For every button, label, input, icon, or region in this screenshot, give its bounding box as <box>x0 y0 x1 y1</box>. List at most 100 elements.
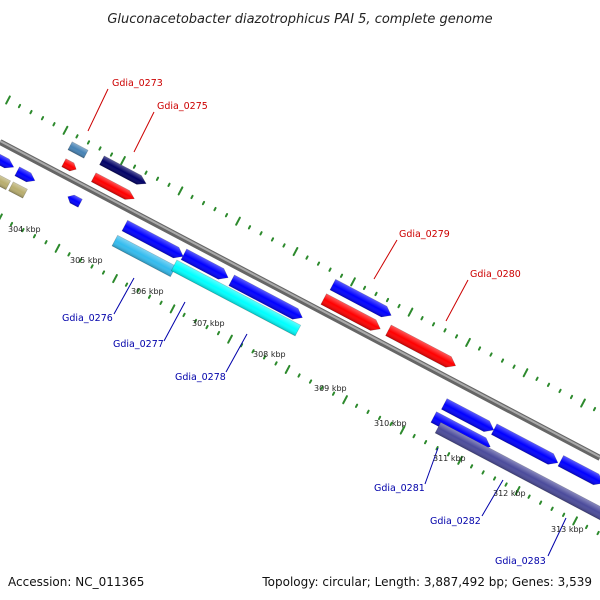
inner-minor-tick <box>377 415 382 421</box>
scale-label: 313 kbp <box>551 525 584 534</box>
outer-minor-tick <box>167 182 171 188</box>
gene-label-gdia-0273[interactable]: Gdia_0273 <box>112 78 163 89</box>
gene-label-gdia-0280[interactable]: Gdia_0280 <box>470 269 521 280</box>
inner-minor-tick <box>446 452 451 457</box>
inner-minor-tick <box>239 343 244 348</box>
inner-minor-tick <box>67 252 71 257</box>
inner-minor-tick <box>21 227 25 233</box>
outer-minor-tick <box>40 116 45 121</box>
outer-minor-tick <box>592 406 597 412</box>
inner-minor-tick <box>136 288 140 293</box>
cds-left-blue-small[interactable] <box>14 166 37 185</box>
cds-gdia-0278[interactable] <box>170 259 302 337</box>
outer-minor-tick <box>247 225 252 230</box>
outer-minor-tick <box>558 388 562 394</box>
inner-minor-tick <box>492 476 497 481</box>
outer-minor-tick <box>270 237 275 242</box>
cds-left-blue-upper[interactable] <box>0 152 16 171</box>
outer-minor-tick <box>546 382 551 388</box>
inner-minor-tick <box>596 530 600 536</box>
leader-gdia-0276 <box>113 277 135 315</box>
inner-minor-tick <box>585 524 589 530</box>
inner-minor-tick <box>193 318 198 324</box>
cds-features <box>0 141 600 522</box>
gene-label-gdia-0281[interactable]: Gdia_0281 <box>374 483 425 494</box>
leader-gdia-0283 <box>547 517 567 557</box>
scale-label: 304 kbp <box>8 225 41 234</box>
inner-major-tick <box>169 304 176 314</box>
scale-label: 309 kbp <box>314 384 347 393</box>
inner-major-tick <box>514 486 521 496</box>
scale-label: 308 kbp <box>253 350 286 359</box>
inner-tick-track <box>0 213 600 536</box>
scale-label: 312 kbp <box>493 489 526 498</box>
leader-gdia-0278 <box>225 333 248 373</box>
leader-gdia-0277 <box>163 301 186 342</box>
inner-major-tick <box>227 334 233 344</box>
gene-label-gdia-0282[interactable]: Gdia_0282 <box>430 516 481 527</box>
outer-minor-tick <box>328 267 332 272</box>
cds-left-khaki-a[interactable] <box>0 173 11 191</box>
leader-gdia-0280 <box>445 279 469 322</box>
inner-minor-tick <box>435 446 439 451</box>
cds-left-khaki-b[interactable] <box>8 181 28 199</box>
inner-minor-tick <box>504 482 508 487</box>
cds-small-blue[interactable] <box>66 193 83 208</box>
outer-minor-tick <box>339 273 344 278</box>
inner-major-tick <box>399 425 406 435</box>
inner-minor-tick <box>90 264 94 269</box>
inner-minor-tick <box>78 258 83 263</box>
inner-minor-tick <box>550 506 554 511</box>
inner-minor-tick <box>308 379 313 384</box>
cds-gdia-0280[interactable] <box>385 324 459 371</box>
outer-minor-tick <box>512 364 516 369</box>
cds-gdia-0282[interactable] <box>434 422 600 522</box>
outer-major-tick <box>235 216 241 226</box>
cds-gdia-0275-navy[interactable] <box>99 155 149 188</box>
cds-right-blue-b[interactable] <box>490 423 560 468</box>
outer-major-tick <box>62 125 69 135</box>
inner-minor-tick <box>297 373 301 378</box>
outer-minor-tick <box>385 297 390 303</box>
outer-minor-tick <box>374 291 378 297</box>
gene-label-gdia-0278[interactable]: Gdia_0278 <box>175 372 226 383</box>
outer-minor-tick <box>535 376 539 381</box>
outer-minor-tick <box>190 194 194 200</box>
cds-right-blue-c[interactable] <box>557 455 600 489</box>
inner-minor-tick <box>331 391 336 396</box>
cds-gdia-0278-blue[interactable] <box>228 274 305 323</box>
leader-gdia-0281 <box>424 447 439 485</box>
outer-major-tick <box>177 186 184 196</box>
inner-minor-tick <box>182 312 186 318</box>
outer-major-tick <box>522 368 529 378</box>
inner-minor-tick <box>9 221 14 227</box>
cds-gdia-0277-blue[interactable] <box>180 248 231 283</box>
outer-minor-tick <box>489 352 493 357</box>
leader-gdia-0275 <box>133 111 155 153</box>
cds-gdia-0279[interactable] <box>329 278 394 320</box>
gene-label-gdia-0276[interactable]: Gdia_0276 <box>62 313 113 324</box>
label-leader-lines <box>87 88 567 557</box>
accession-text: Accession: NC_011365 <box>8 575 144 589</box>
cds-gdia-0276[interactable] <box>111 234 177 278</box>
cds-gdia-0279-red[interactable] <box>320 293 383 334</box>
cds-gdia-0275[interactable] <box>90 172 136 203</box>
gene-label-gdia-0275[interactable]: Gdia_0275 <box>157 101 208 112</box>
outer-minor-tick <box>144 170 148 175</box>
cds-gdia-0274[interactable] <box>61 158 79 173</box>
cds-right-blue-a[interactable] <box>441 398 496 436</box>
cds-gdia-0273[interactable] <box>67 141 89 159</box>
outer-major-tick <box>350 277 356 287</box>
gene-label-gdia-0279[interactable]: Gdia_0279 <box>399 229 450 240</box>
cds-gdia-0276-blue[interactable] <box>121 219 186 261</box>
outer-minor-tick <box>569 394 574 400</box>
inner-major-tick <box>284 364 291 374</box>
inner-minor-tick <box>389 421 393 427</box>
gene-label-gdia-0283[interactable]: Gdia_0283 <box>495 556 546 567</box>
inner-minor-tick <box>32 234 37 239</box>
outer-major-tick <box>5 95 11 105</box>
leader-gdia-0282 <box>481 479 504 517</box>
outer-minor-tick <box>316 261 321 266</box>
gene-label-gdia-0277[interactable]: Gdia_0277 <box>113 339 164 350</box>
